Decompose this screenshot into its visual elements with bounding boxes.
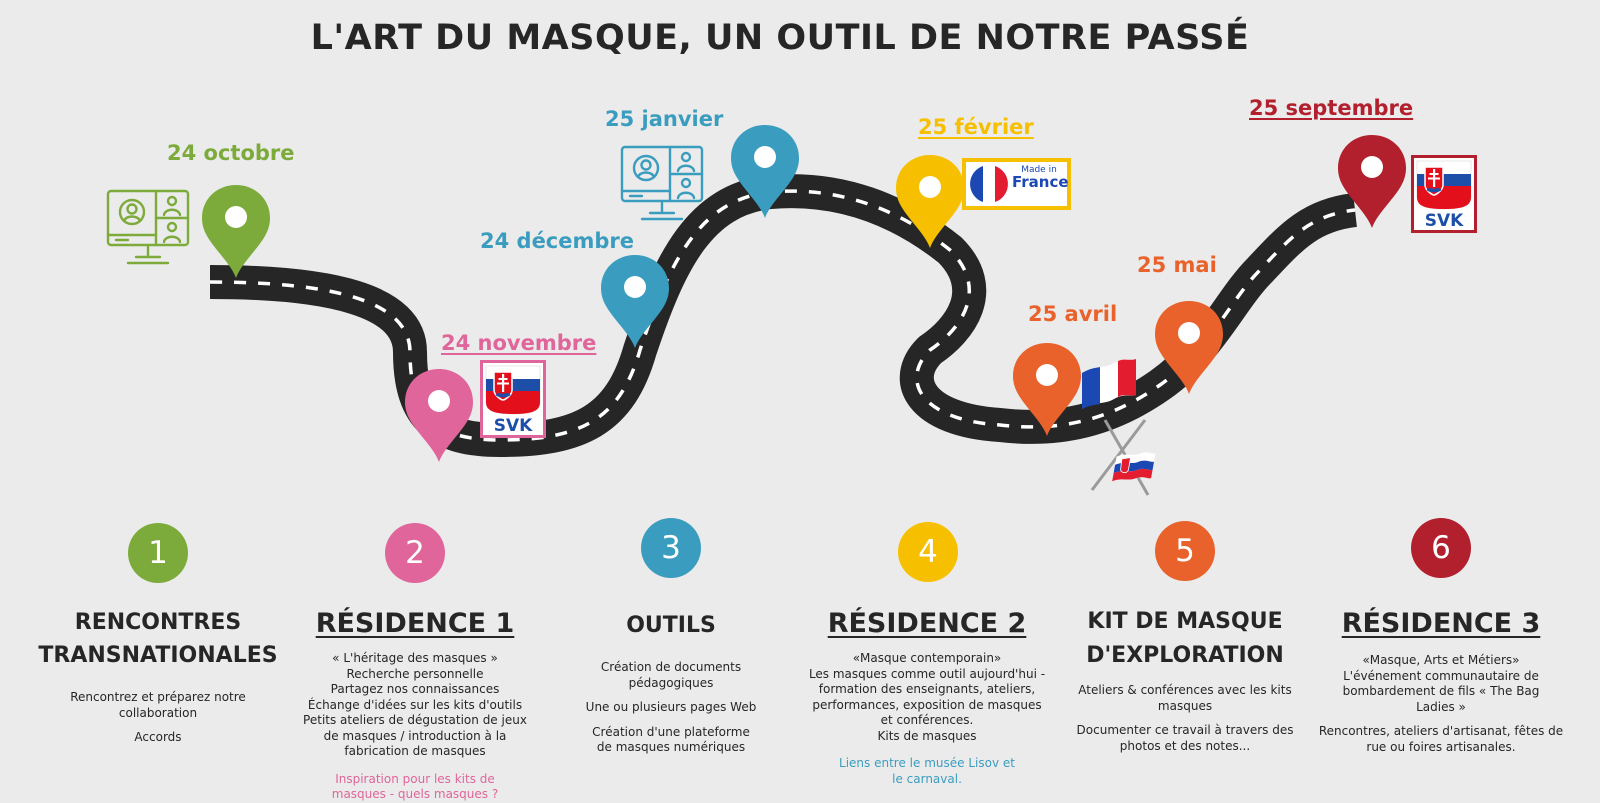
step-note: Liens entre le musée Lisov et le carnava…	[839, 756, 1015, 786]
step-text: L'événement communautaire de bombardemen…	[1342, 668, 1540, 714]
step-text: Rencontrez et préparez notre collaborati…	[70, 690, 246, 720]
step-text: Les masques comme outil aujourd'hui - fo…	[808, 666, 1046, 728]
step-3: OUTILS Création de documents pédagogique…	[546, 609, 796, 765]
step-text: Création de documents pédagogiques	[600, 660, 742, 690]
page-title: L'ART DU MASQUE, UN OUTIL DE NOTRE PASSÉ	[310, 18, 1250, 58]
step-text: Kits de masques	[877, 728, 977, 743]
svk-label: SVK	[493, 416, 533, 436]
step-text: «Masque contemporain»	[852, 651, 1002, 665]
date-label: 25 mai	[1137, 253, 1217, 277]
video-call-icon	[620, 145, 704, 221]
step-text: Rencontres, ateliers d'artisanat, fêtes …	[1318, 724, 1564, 754]
made-in-text: Made in	[1021, 165, 1057, 175]
step-text: Petits ateliers de dégustation de jeux d…	[303, 713, 527, 758]
step-note: Inspiration pour les kits de masques - q…	[331, 771, 499, 802]
flag-pole	[1090, 419, 1147, 491]
step-heading: KIT DE MASQUE D'EXPLORATION	[1086, 609, 1284, 668]
step-text: Échange d'idées sur les kits d'outils	[307, 697, 523, 712]
step-text: Partagez nos connaissances	[330, 682, 500, 696]
step-heading: RÉSIDENCE 3	[1341, 608, 1541, 639]
step-text: Documenter ce travail à travers des phot…	[1076, 723, 1294, 753]
step-number-6: 6	[1411, 518, 1471, 578]
step-6: RÉSIDENCE 3 «Masque, Arts et Métiers» L'…	[1316, 607, 1566, 764]
map-pin-icon	[202, 185, 270, 278]
date-label: 25 janvier	[605, 107, 724, 131]
step-text: Une ou plusieurs pages Web	[585, 700, 757, 714]
date-label: 25 février	[918, 115, 1034, 139]
step-5: KIT DE MASQUE D'EXPLORATION Ateliers & c…	[1060, 605, 1310, 763]
step-number-3: 3	[641, 518, 701, 578]
step-number-1: 1	[128, 523, 188, 583]
step-heading: RENCONTRES TRANSNATIONALES	[38, 610, 278, 668]
video-call-icon	[106, 189, 190, 265]
date-label: 24 décembre	[480, 229, 635, 253]
step-text: Accords	[134, 730, 182, 744]
step-number-2: 2	[385, 523, 445, 583]
step-2: RÉSIDENCE 1 « L'héritage des masques » R…	[290, 607, 540, 803]
step-text: « L'héritage des masques »	[332, 651, 498, 665]
step-1: RENCONTRES TRANSNATIONALES Rencontrez et…	[33, 606, 283, 755]
step-heading: OUTILS	[626, 613, 716, 638]
step-number-5: 5	[1155, 521, 1215, 581]
made-in-france-icon	[962, 158, 1071, 210]
france-text: France	[1012, 173, 1069, 191]
step-text: «Masque, Arts et Métiers»	[1362, 653, 1520, 667]
step-number-4: 4	[898, 522, 958, 582]
step-text: Ateliers & conférences avec les kits mas…	[1078, 683, 1292, 713]
date-label: 25 avril	[1028, 302, 1118, 326]
svk-label: SVK	[1424, 211, 1464, 231]
made-in-france-label: Made in France	[1012, 165, 1069, 191]
step-4: RÉSIDENCE 2 «Masque contemporain» Les ma…	[802, 607, 1052, 787]
step-heading: RÉSIDENCE 2	[827, 608, 1027, 639]
date-label: 24 octobre	[167, 141, 295, 165]
step-text: Création d'une plateforme de masques num…	[592, 724, 750, 755]
step-heading: RÉSIDENCE 1	[315, 608, 515, 639]
date-label: 25 septembre	[1249, 96, 1414, 120]
step-text: Recherche personnelle	[346, 666, 484, 681]
date-label: 24 novembre	[441, 331, 597, 355]
